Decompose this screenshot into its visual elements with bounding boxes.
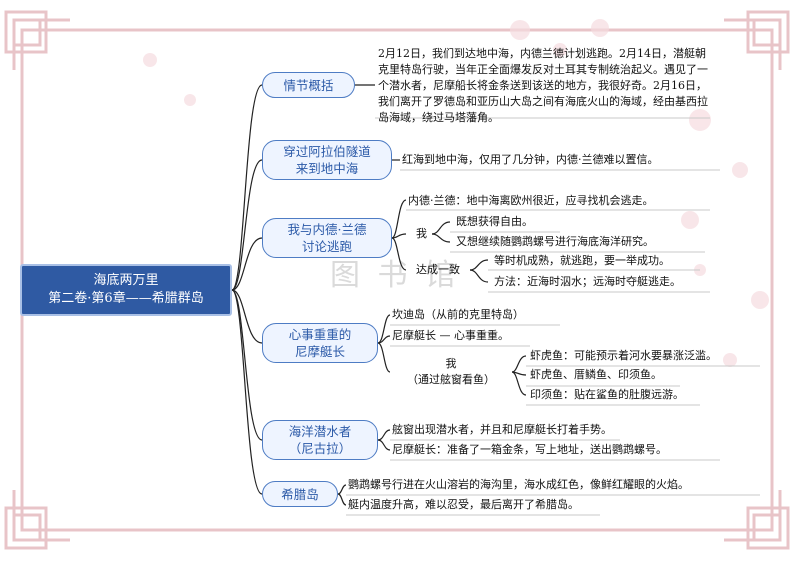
branch-escape-discussion: 我与内德·兰德 讨论逃跑 [262,218,392,258]
fish-goby-omen: 虾虎鱼：可能预示着河水要暴涨泛滥。 [530,349,717,362]
diver-appears: 舷窗出现潜水者，并且和尼摩艇长打着手势。 [392,423,612,436]
agreement-method: 方法：近海时泅水；远海时夺艇逃走。 [494,275,681,288]
me-wish-research: 又想继续随鹦鹉螺号进行海底海洋研究。 [456,235,654,248]
me-label: 我 [416,227,427,240]
branch-greek-islands: 希腊岛 [262,481,338,507]
branch-plot-summary: 情节概括 [262,72,355,98]
plot-summary-text: 2月12日，我们到达地中海，内德兰德计划逃跑。2月14日，潜艇朝克里特岛行驶，当… [378,47,708,124]
root-subtitle: 第二卷·第6章——希腊群岛 [48,291,204,306]
root-node: 海底两万里 第二卷·第6章——希腊群岛 [20,264,232,316]
nemo-gold-chest: 尼摩艇长：准备了一箱金条，写上地址，送出鹦鹉螺号。 [392,443,667,456]
fish-list: 虾虎鱼、厝鳞鱼、印须鱼。 [530,368,662,381]
root-title: 海底两万里 [93,273,159,288]
fish-remora: 印须鱼：贴在鲨鱼的肚腹远游。 [530,388,684,401]
me-wish-freedom: 既想获得自由。 [456,215,533,228]
nemo-worried: 尼摩艇长 — 心事重重。 [392,329,509,342]
leave-greek-islands: 艇内温度升高，难以忍受，最后离开了希腊岛。 [348,498,579,511]
agreement-label: 达成一致 [416,263,460,276]
arab-tunnel-text: 红海到地中海，仅用了几分钟，内德·兰德难以置信。 [402,153,659,166]
watermark: 图 书 馆 [330,258,460,293]
branch-diver-nicholas: 海洋潜水者 （尼古拉） [262,420,378,460]
agreement-timing: 等时机成熟，就逃跑，要一举成功。 [494,254,670,267]
volcanic-trench: 鹦鹉螺号行进在火山溶岩的海沟里，海水成红色，像鲜红耀眼的火焰。 [348,478,689,491]
branch-arab-tunnel: 穿过阿拉伯隧道 来到地中海 [262,140,392,180]
crete-island: 坎迪岛（从前的克里特岛） [392,308,524,321]
branch-captain-nemo-worried: 心事重重的 尼摩艇长 [262,323,378,363]
ned-land-opinion: 内德·兰德：地中海离欧州很近，应寻找机会逃走。 [408,194,654,207]
me-watching-fish: 我 （通过舷窗看鱼） [407,357,495,386]
